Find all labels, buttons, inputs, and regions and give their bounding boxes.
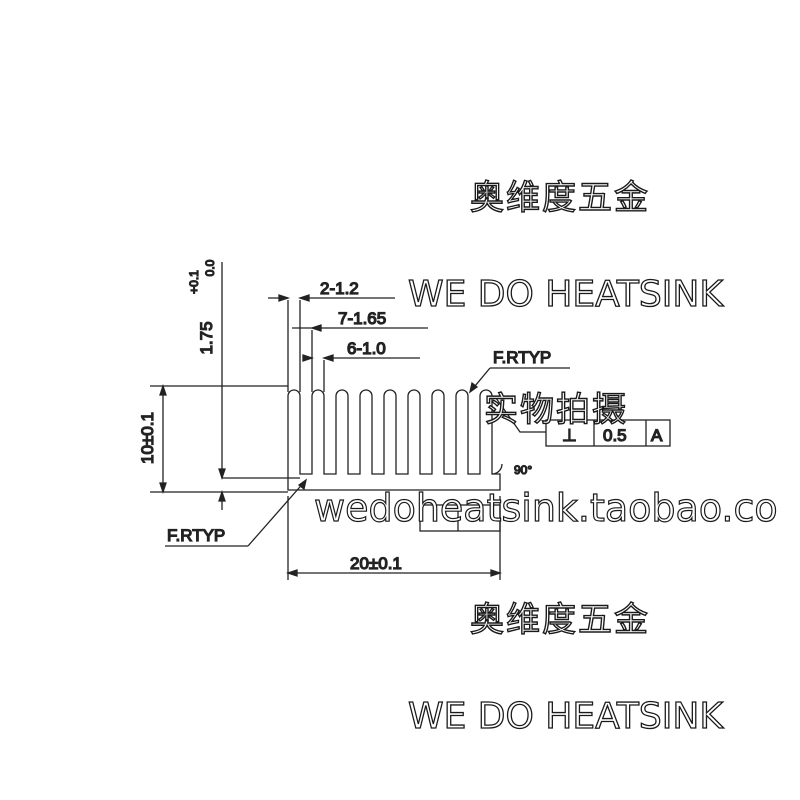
angle-label: 90° (514, 463, 532, 477)
watermark-url: wedoheatsink.taobao.co (313, 485, 778, 530)
fin-dimension-leaders (268, 294, 428, 392)
watermark-slogan-top: WE DO HEATSINK (407, 273, 723, 315)
watermark-photo-note: 实物拍摄 (483, 389, 628, 430)
fillet-top-leader (468, 367, 570, 394)
watermark-company-cn-top: 奥维度五金 (469, 177, 650, 218)
fin-pitch-label: 7-1.65 (338, 309, 386, 328)
width-label: 20±0.1 (350, 554, 402, 573)
perpendicularity-tolerance: 0.5 (603, 426, 627, 445)
base-thickness-dimension (218, 262, 300, 510)
watermark-company-cn-bottom: 奥维度五金 (469, 599, 650, 640)
fin-thickness-label: 2-1.2 (320, 279, 359, 298)
height-label: 10±0.1 (138, 412, 157, 464)
base-tol-lower: 0.0 (203, 259, 217, 276)
perpendicularity-symbol: ⊥ (562, 426, 577, 445)
fin-gap-label: 6-1.0 (347, 339, 386, 358)
width-dimension (285, 496, 503, 580)
angle-indicator (491, 463, 503, 475)
height-dimension (150, 383, 288, 495)
fillet-bottom-leader (165, 478, 308, 547)
base-tol-upper: +0.1 (187, 270, 201, 294)
watermark-slogan-bottom: WE DO HEATSINK (407, 695, 723, 737)
fillet-top-label: F.RTYP (493, 348, 551, 367)
base-thickness-label: 1.75 (197, 321, 216, 354)
perpendicularity-frame (495, 397, 671, 447)
fillet-bottom-label: F.RTYP (167, 526, 225, 545)
heatsink-outline (287, 389, 501, 491)
datum-label: A (651, 426, 663, 445)
